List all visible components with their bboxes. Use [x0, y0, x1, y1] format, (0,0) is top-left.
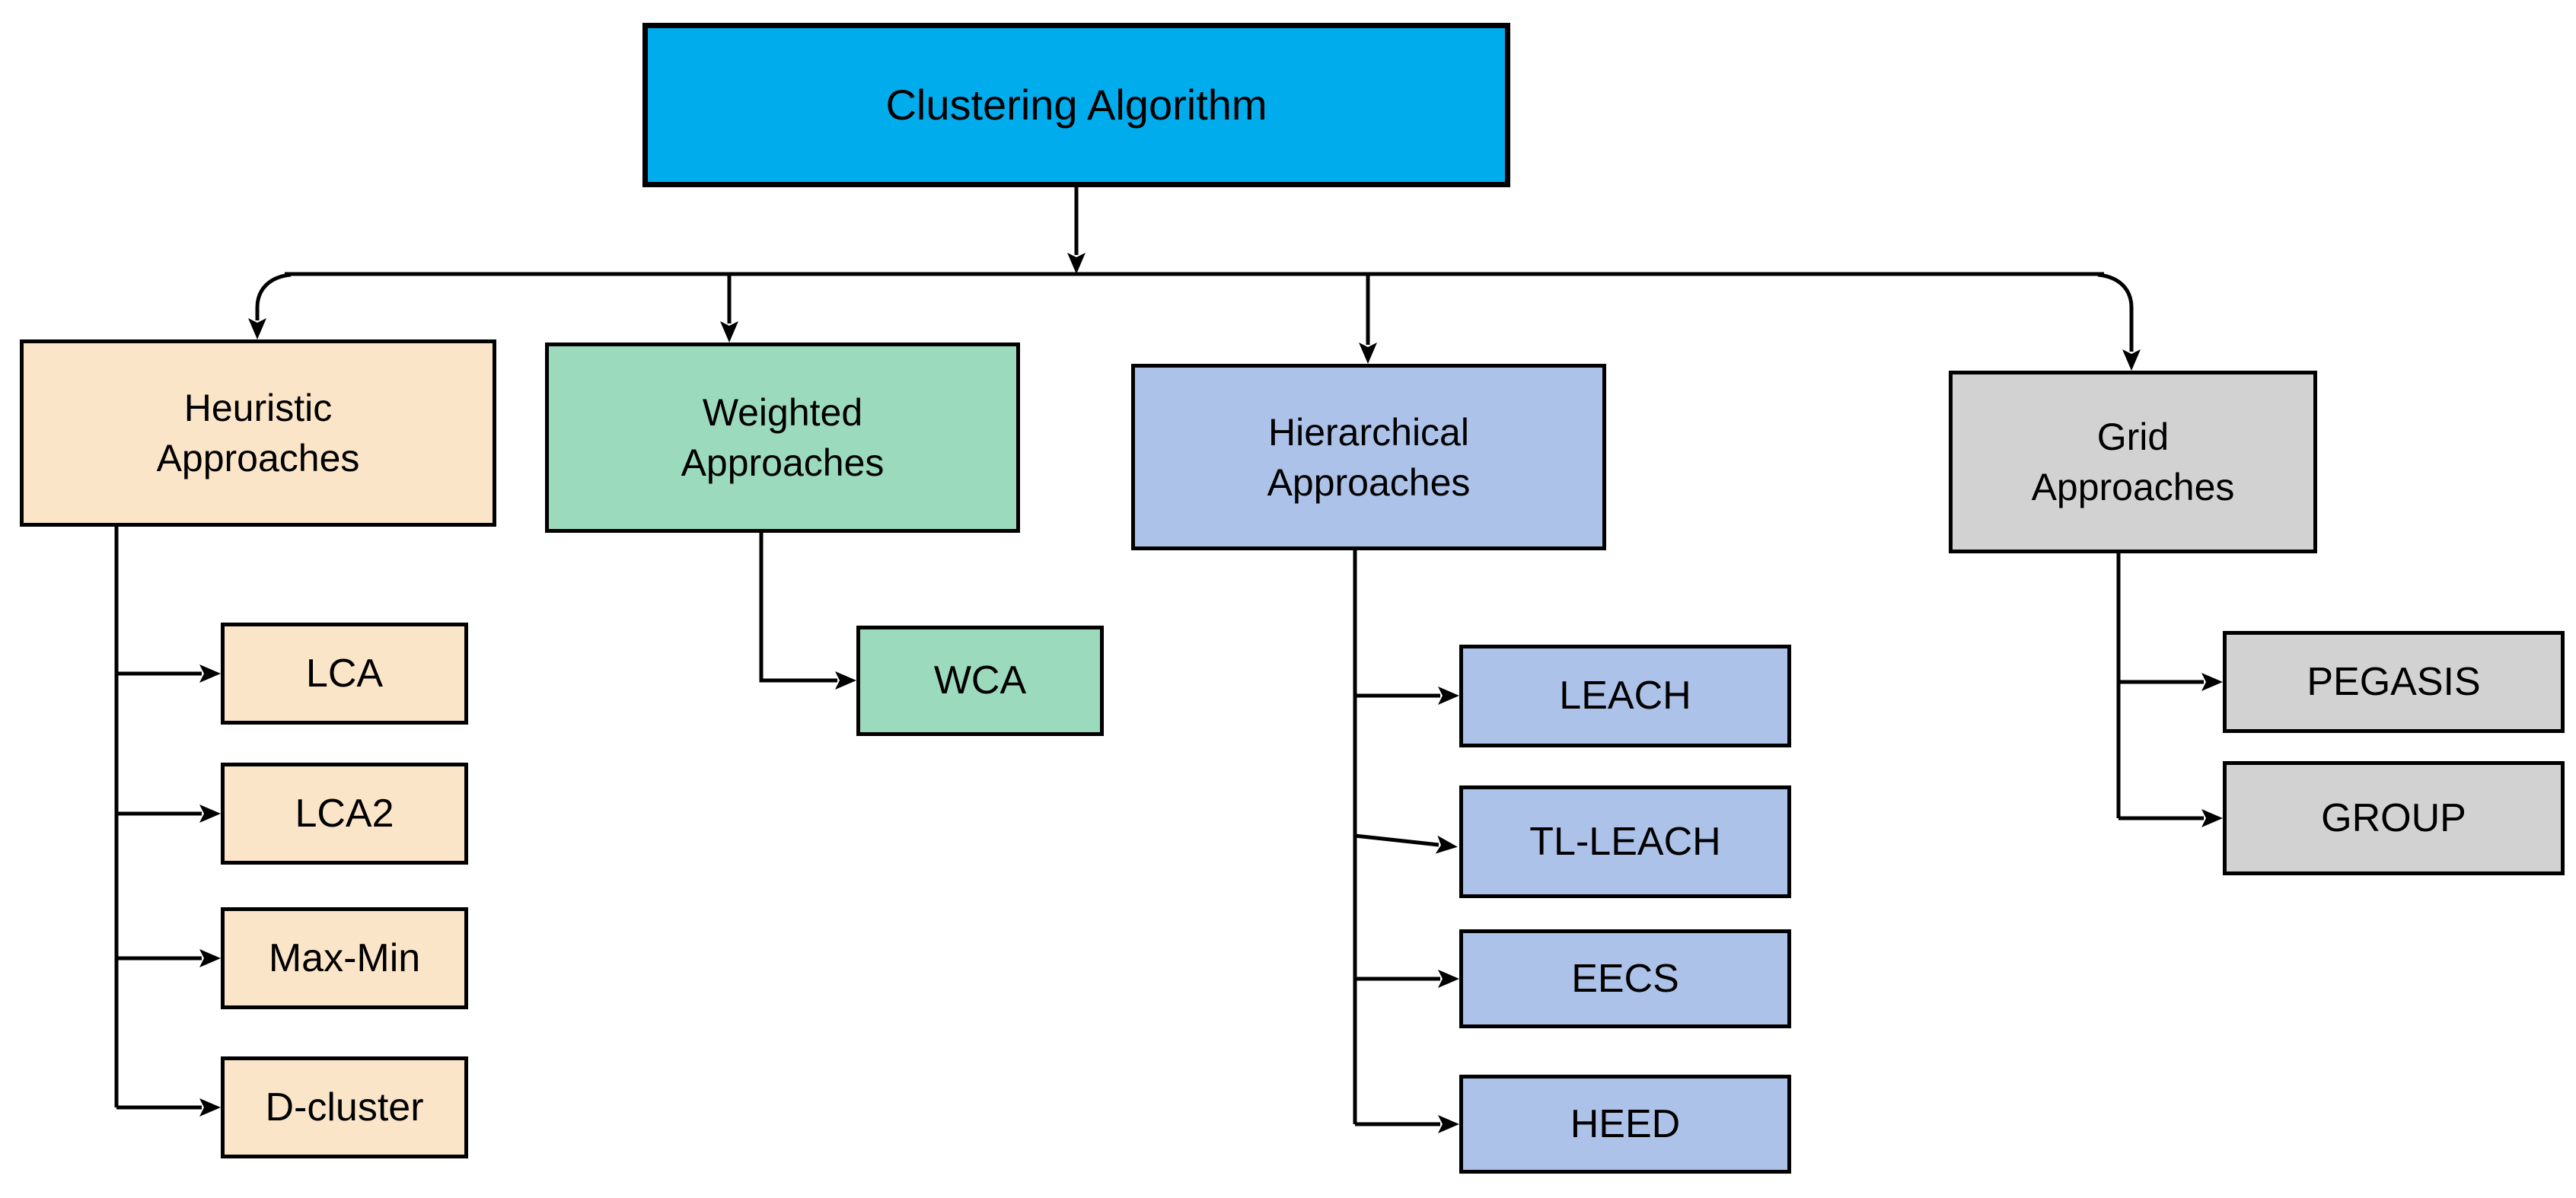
node-hierarchical-approaches: Hierarchical Approaches [1131, 364, 1606, 550]
node-clustering-algorithm: Clustering Algorithm [642, 23, 1510, 187]
edge-to-wca [759, 533, 856, 690]
edge-rail-to-grid [2097, 272, 2141, 371]
node-label: GROUP [2321, 795, 2466, 840]
node-label: Heuristic Approaches [156, 387, 360, 480]
node-label: Weighted Approaches [681, 391, 885, 484]
node-label: Grid Approaches [2031, 416, 2235, 508]
node-label: LEACH [1559, 674, 1691, 718]
node-label: EECS [1571, 956, 1679, 1001]
node-eecs: EECS [1459, 929, 1791, 1028]
node-lca2: LCA2 [221, 763, 468, 865]
node-label: LCA2 [295, 791, 394, 836]
node-label: D-cluster [265, 1085, 424, 1129]
node-grid-approaches: Grid Approaches [1949, 371, 2317, 553]
node-label: PEGASIS [2307, 659, 2481, 704]
node-group: GROUP [2223, 761, 2565, 875]
node-max-min: Max-Min [221, 907, 468, 1009]
node-label: HEED [1570, 1101, 1681, 1146]
node-label: WCA [933, 658, 1027, 703]
node-weighted-approaches: Weighted Approaches [545, 343, 1020, 533]
node-label: LCA [305, 651, 384, 696]
node-heed: HEED [1459, 1075, 1791, 1174]
node-d-cluster: D-cluster [221, 1056, 468, 1158]
node-tl-leach: TL-LEACH [1459, 785, 1791, 898]
node-label: Hierarchical Approaches [1267, 410, 1471, 504]
edge-rail-to-heuristic [248, 272, 292, 339]
node-pegasis: PEGASIS [2223, 631, 2565, 733]
node-leach: LEACH [1459, 645, 1791, 747]
node-heuristic-approaches: Heuristic Approaches [20, 339, 496, 527]
node-wca: WCA [856, 626, 1104, 736]
node-lca: LCA [221, 623, 468, 725]
node-label: TL-LEACH [1529, 819, 1721, 864]
edge-to-tlleach [1354, 833, 1458, 854]
node-label: Clustering Algorithm [885, 81, 1267, 129]
node-label: Max-Min [268, 935, 421, 980]
